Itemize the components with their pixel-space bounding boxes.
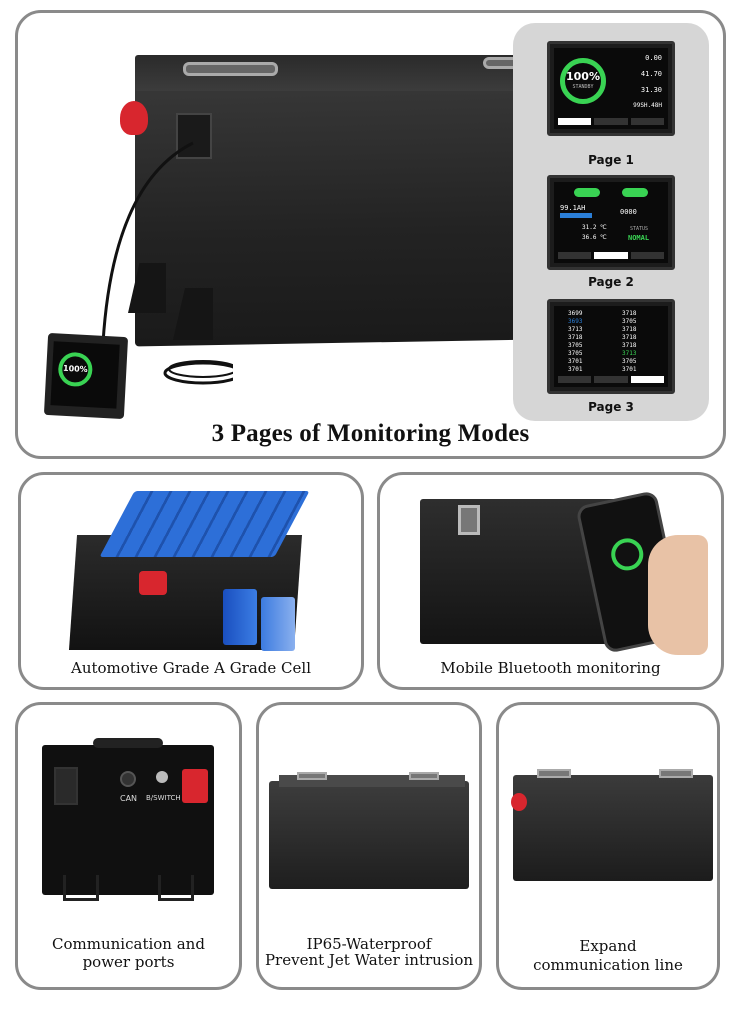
waterproof-caption-line2: Prevent Jet Water intrusion xyxy=(264,951,474,969)
waterproof-caption-line1: IP65-Waterproof xyxy=(306,935,432,953)
cell-single-1 xyxy=(223,589,257,645)
ports-panel: CAN B/SWITCH Communication and power por… xyxy=(15,702,242,990)
cell-voltage-right: 3705 xyxy=(622,318,637,325)
can-label: CAN xyxy=(120,794,138,803)
terminal-red-icon xyxy=(511,793,527,811)
code-value: 0000 xyxy=(620,208,637,216)
temp-2: 36.6 ℃ xyxy=(582,234,607,241)
hand xyxy=(648,535,708,655)
terminal-red-icon xyxy=(139,571,167,595)
terminal-connector xyxy=(176,113,212,159)
cell-voltage-left: 3693 xyxy=(568,318,583,325)
ex-battery xyxy=(513,775,713,881)
ports-foot-right xyxy=(158,875,194,901)
expand-caption-line1: Expand xyxy=(579,937,637,955)
expand-caption-line2: communication line xyxy=(533,956,683,974)
cell-voltage-right: 3713 xyxy=(622,350,637,357)
hero-caption: 3 Pages of Monitoring Modes xyxy=(211,420,530,447)
ports-plate xyxy=(54,767,78,805)
battery-handle-left xyxy=(183,62,278,76)
remote-soc-text: 100% xyxy=(62,363,88,375)
page-3-tabs xyxy=(558,376,664,383)
cell-voltage-left: 3705 xyxy=(568,350,583,357)
cell-voltage-left: 3701 xyxy=(568,358,583,365)
cell-voltage-left: 3713 xyxy=(568,326,583,333)
capacity-bar xyxy=(560,213,592,218)
reading-3: 31.30 xyxy=(640,86,662,94)
waterproof-panel: IP65-Waterproof Prevent Jet Water intrus… xyxy=(256,702,482,990)
cell-voltage-right: 3705 xyxy=(622,358,637,365)
temp-1: 31.2 ℃ xyxy=(582,224,607,231)
soc-status: STANDBY xyxy=(572,84,594,90)
cell-voltage-right: 3718 xyxy=(622,334,637,341)
cell-caption: Automotive Grade A Grade Cell xyxy=(71,659,311,677)
cell-single-2 xyxy=(261,597,295,651)
cell-voltage-left: 3718 xyxy=(568,334,583,341)
ports-handle xyxy=(93,738,163,748)
soc-value: 100% xyxy=(566,70,600,83)
cell-voltage-left: 3701 xyxy=(568,366,583,373)
ex-handle-right xyxy=(659,769,693,778)
bt-battery-handle xyxy=(458,505,480,535)
cells-stack xyxy=(99,491,310,557)
cell-voltage-right: 3718 xyxy=(622,342,637,349)
switch-icon xyxy=(156,771,168,783)
cell-panel: Automotive Grade A Grade Cell xyxy=(18,472,364,690)
switch-label: B/SWITCH xyxy=(146,794,181,802)
page-1-tabs xyxy=(558,118,664,125)
remote-display: 100% xyxy=(43,332,129,420)
page-3-label: Page 3 xyxy=(588,400,634,414)
bluetooth-panel: Mobile Bluetooth monitoring xyxy=(377,472,724,690)
page-1-screen: 100% STANDBY 0.00 41.70 31.30 99SH.48H xyxy=(547,41,675,136)
monitoring-pages-strip: 100% STANDBY 0.00 41.70 31.30 99SH.48H P… xyxy=(513,23,709,421)
ports-caption-line2: power ports xyxy=(82,953,175,971)
page-1-label: Page 1 xyxy=(588,153,634,167)
cell-voltage-right: 3718 xyxy=(622,310,637,317)
wp-handle-left xyxy=(297,772,327,780)
expand-panel: Expand communication line xyxy=(496,702,720,990)
reading-4: 99SH.48H xyxy=(633,102,662,109)
capacity-value: 99.1AH xyxy=(560,204,586,212)
page-2-tabs xyxy=(558,252,664,259)
toggle-1 xyxy=(574,188,600,197)
status-value: NOMAL xyxy=(628,234,650,242)
can-port-icon xyxy=(120,771,136,787)
terminal-red-icon xyxy=(182,769,208,803)
cable xyxy=(101,141,233,385)
bluetooth-caption: Mobile Bluetooth monitoring xyxy=(440,659,661,677)
wp-handle-right xyxy=(409,772,439,780)
wp-battery xyxy=(269,781,469,889)
status-label: STATUS xyxy=(630,226,649,232)
ports-foot-left xyxy=(63,875,99,901)
terminal-red-icon xyxy=(120,101,148,135)
cell-voltage-left: 3699 xyxy=(568,310,583,317)
cell-voltage-left: 3705 xyxy=(568,342,583,349)
hero-panel: 100% 100% STANDBY 0.00 41.70 31.30 99SH.… xyxy=(15,10,726,459)
reading-1: 0.00 xyxy=(645,54,662,62)
page-2-label: Page 2 xyxy=(588,275,634,289)
cell-voltage-right: 3718 xyxy=(622,326,637,333)
toggle-2 xyxy=(622,188,648,197)
phone-ring xyxy=(608,535,647,574)
reading-2: 41.70 xyxy=(640,70,662,78)
cell-voltage-right: 3701 xyxy=(622,366,637,373)
ex-handle-left xyxy=(537,769,571,778)
soc-ring xyxy=(560,58,606,104)
ports-caption-line1: Communication and xyxy=(52,935,205,953)
page-2-screen: 99.1AH 0000 31.2 ℃ 36.6 ℃ STATUS NOMAL xyxy=(547,175,675,270)
